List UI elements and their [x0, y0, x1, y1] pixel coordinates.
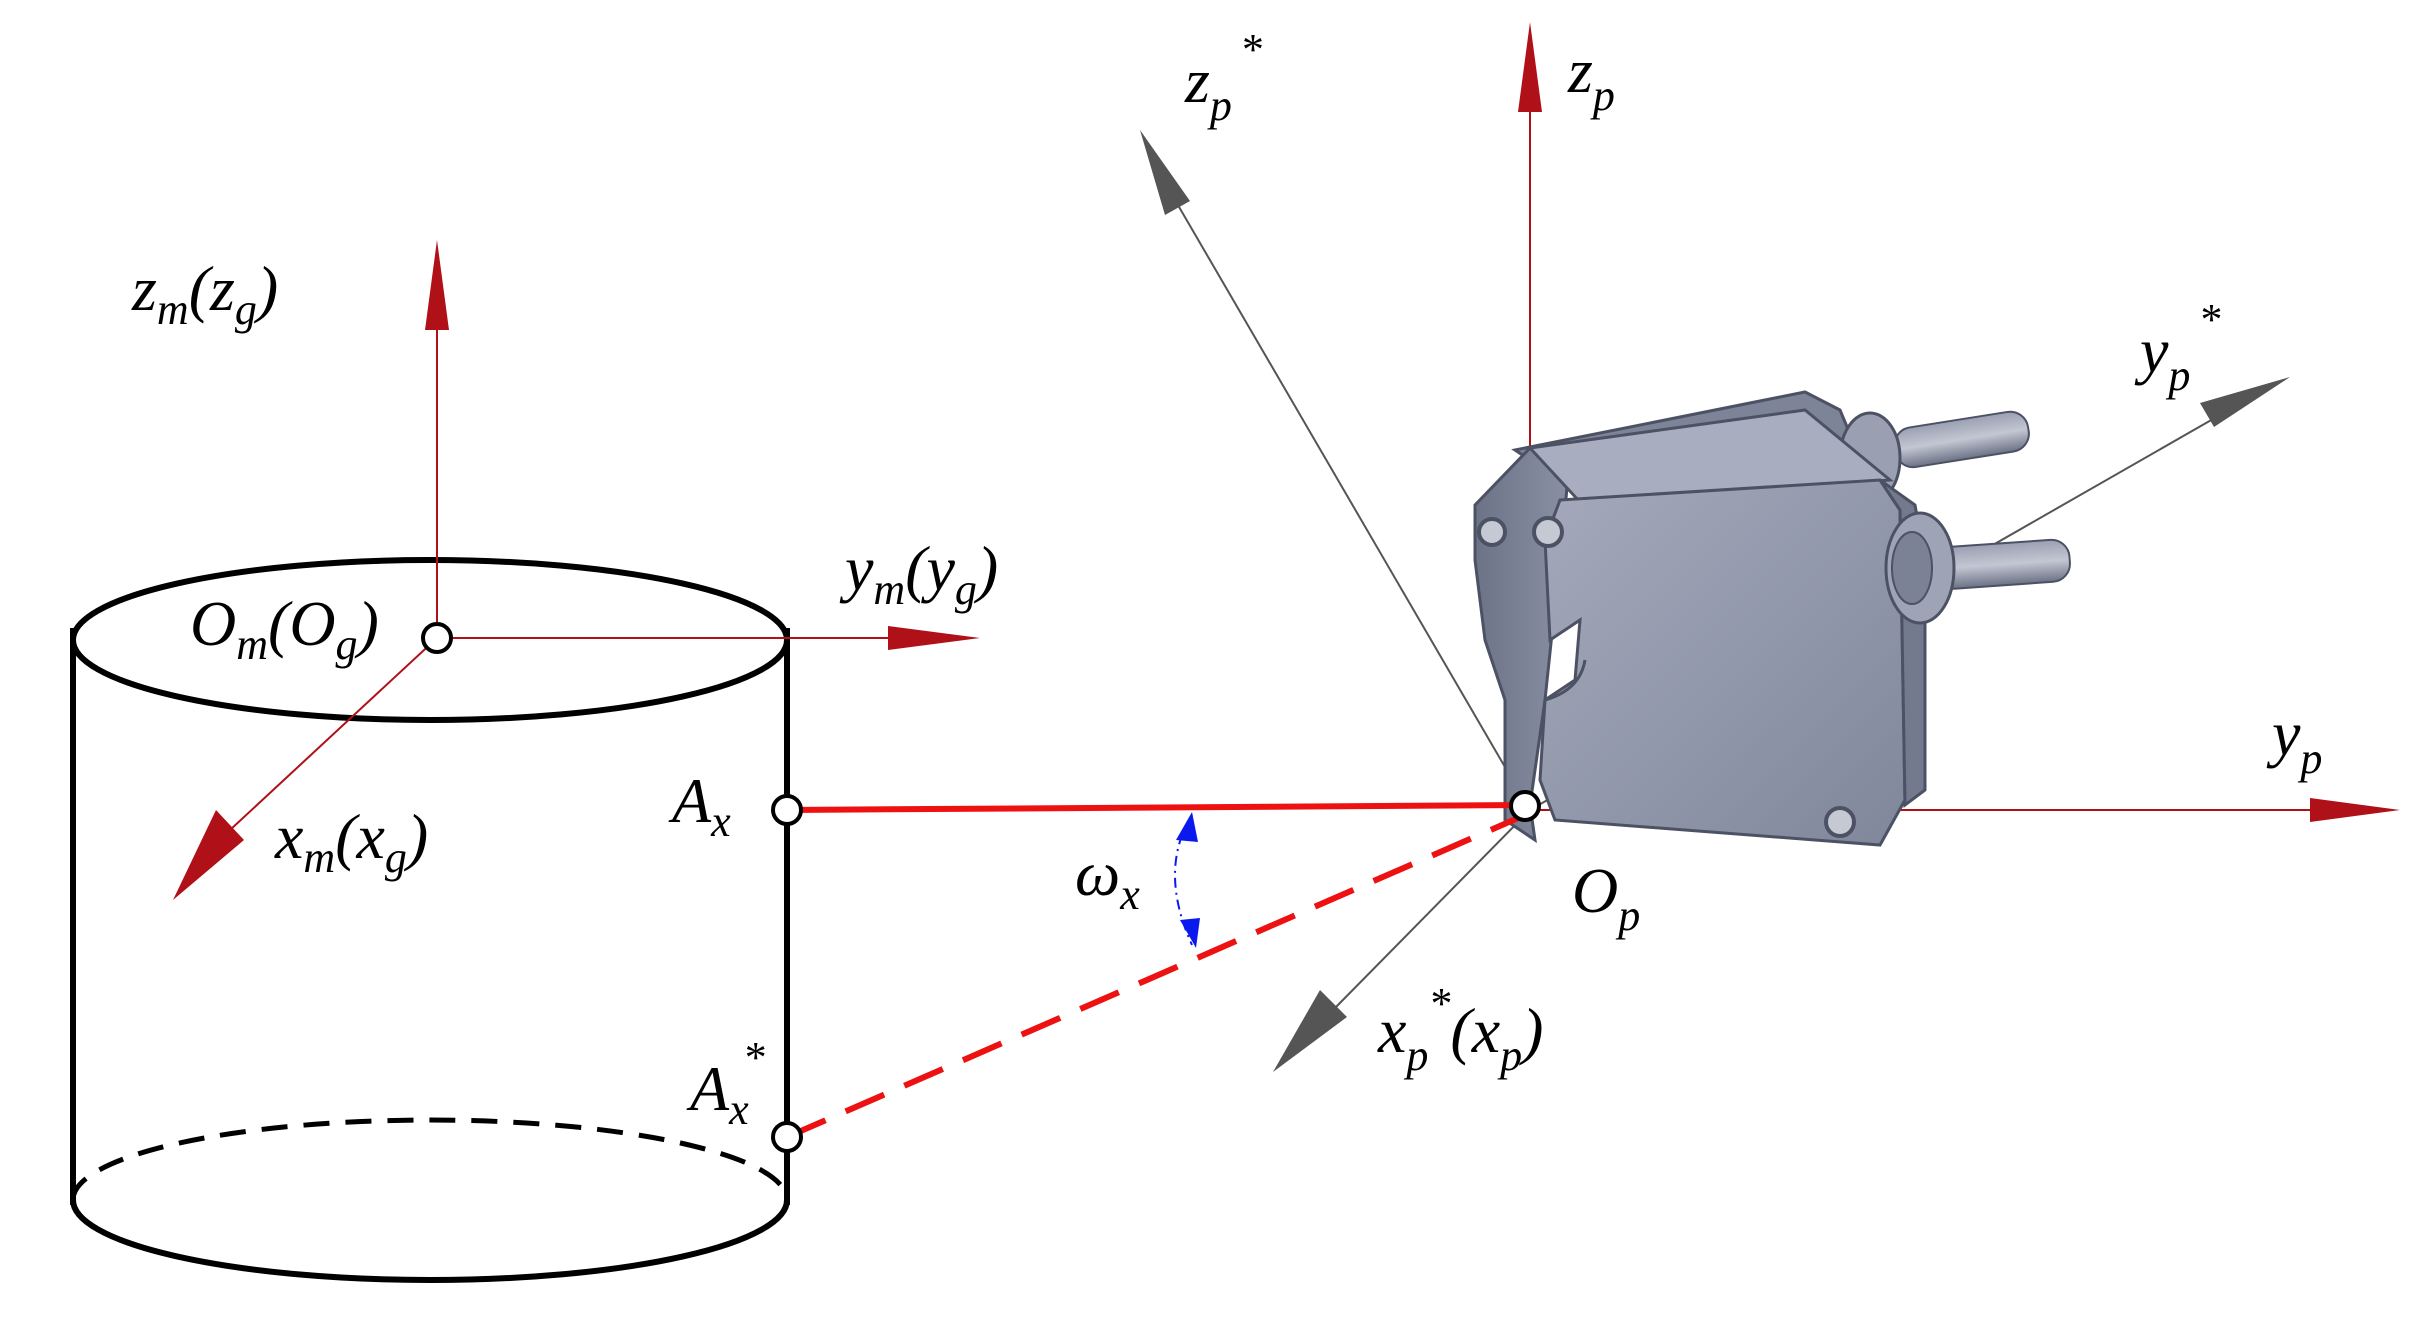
label-yp-star: yp*: [2134, 295, 2220, 400]
cylinder-bottom-back-arc: [70, 1117, 790, 1201]
sensor-front-face: [1538, 478, 1907, 847]
beam-dashed: [785, 812, 1527, 1140]
om-origin-marker: [421, 622, 453, 654]
label-ym-yg: ym(yg): [839, 533, 998, 614]
laser-sensor: [1473, 390, 2071, 847]
label-zm-zg: zm(zg): [131, 253, 278, 334]
xp-star-arrowhead: [1273, 990, 1347, 1072]
label-op: Op: [1572, 855, 1640, 940]
sensor-lens-slot: [1544, 659, 1587, 702]
omega-arrow-top: [1176, 812, 1198, 842]
label-omega-x: ωx: [1075, 838, 1140, 919]
label-xm-xg: xm(xg): [274, 801, 428, 882]
label-yp: yp: [2266, 698, 2322, 783]
screw-icon: [1824, 806, 1856, 838]
cylinder: [70, 557, 790, 1283]
omega-arrow-bottom: [1180, 918, 1200, 948]
sensor-top-face: [1526, 408, 1894, 504]
cylinder-bottom-front-arc: [70, 1199, 790, 1283]
yp-arrowhead: [2310, 798, 2400, 822]
label-zp: zp: [1567, 35, 1615, 120]
zp-star-axis: [1174, 199, 1531, 811]
screw-icon: [1477, 517, 1507, 547]
labels: zm(zg) ym(yg) xm(xg) Om(Og) Ax Ax* ωx Op: [131, 25, 2322, 1134]
model-frame-axes: [173, 240, 980, 900]
label-ax-star: Ax*: [686, 1033, 765, 1134]
sensor-back-cable: [1893, 410, 2030, 469]
sensor-connector-ring: [1891, 531, 1933, 605]
label-om-og: Om(Og): [190, 588, 379, 669]
label-ax: Ax: [668, 765, 731, 846]
label-zp-star: zp*: [1184, 25, 1262, 130]
screw-icon: [1532, 516, 1564, 548]
ym-arrowhead: [888, 626, 980, 650]
op-origin-marker: [1509, 790, 1541, 822]
xm-arrowhead: [173, 810, 244, 900]
zm-arrowhead: [425, 240, 449, 330]
xm-axis: [229, 637, 438, 831]
ax-point-marker: [771, 794, 803, 826]
beam-solid: [786, 802, 1526, 813]
zp-star-arrowhead: [1140, 130, 1190, 215]
xp-star-axis: [1334, 809, 1531, 1009]
label-xp-star-xp: xp*(xp): [1377, 979, 1543, 1080]
laser-beam: [771, 790, 1541, 1153]
zp-arrowhead: [1518, 22, 1542, 112]
yp-star-arrowhead: [2200, 377, 2290, 427]
ax-star-point-marker: [771, 1121, 803, 1153]
